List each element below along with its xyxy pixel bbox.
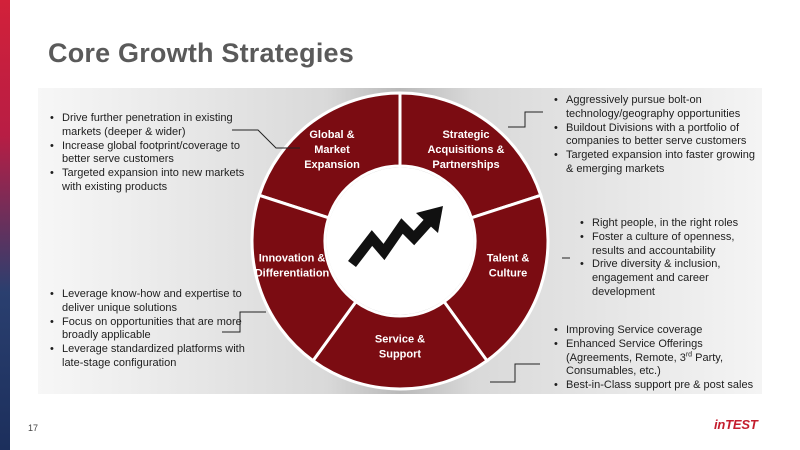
wheel-label-line: Acquisitions & [427, 144, 504, 156]
innovation-bullets: Leverage know-how and expertise to deliv… [48, 288, 248, 371]
wheel-label-line: Culture [489, 268, 528, 280]
connector-strategic [508, 111, 543, 128]
bullet-item: Leverage know-how and expertise to deliv… [48, 288, 248, 316]
bullet-item: Drive further penetration in existing ma… [48, 112, 248, 140]
bullet-item: Leverage standardized platforms with lat… [48, 343, 248, 371]
wheel-segment-talent [441, 193, 550, 363]
growth-trend-arrow-icon [348, 206, 443, 268]
bullet-item: Best-in-Class support pre & post sales [552, 379, 772, 393]
wheel-label-line: Global & [309, 129, 354, 141]
wheel-center [326, 167, 474, 315]
detail-superscript: rd [685, 350, 693, 358]
slide-title: Core Growth Strategies [48, 38, 354, 68]
bullet-item: Focus on opportunities that are more bro… [48, 316, 248, 344]
wheel-label-line: Innovation & [259, 253, 326, 265]
wheel-segment-service [310, 299, 490, 391]
connector-global [232, 129, 300, 149]
bullet-item: Right people, in the right roles [578, 217, 768, 231]
service-support-bullets: Improving Service coverage Enhanced Serv… [552, 324, 772, 393]
bullet-item: Foster a culture of openness, results an… [578, 231, 768, 259]
bullet-item: Targeted expansion into new markets with… [48, 167, 248, 195]
page-number: 17 [28, 423, 39, 433]
wheel-label-line: Talent & [487, 253, 530, 265]
wheel-label-line: Strategic [442, 129, 489, 141]
bullet-item: Drive diversity & inclusion, engagement … [578, 258, 768, 299]
wheel-label-line: Support [379, 349, 421, 361]
global-expansion-bullets: Drive further penetration in existing ma… [48, 112, 248, 195]
detail-suffix: Party, Consumables, etc.) [566, 351, 724, 378]
wheel-segments [250, 91, 550, 391]
connector-service [490, 363, 540, 383]
bullet-item: Aggressively pursue bolt-on technology/g… [552, 94, 762, 122]
wheel-label-line: Service & [375, 334, 425, 346]
bullet-item-text: Enhanced Service Offerings [566, 337, 703, 350]
wheel-label-line: Differentiation [255, 268, 330, 280]
wheel-segment-strategic [398, 91, 543, 220]
bullet-item: Improving Service coverage [552, 324, 772, 338]
detail-prefix: (Agreements, Remote, 3 [566, 351, 686, 364]
logo-text: inTEST [714, 417, 758, 432]
bullet-item: Enhanced Service Offerings (Agreements, … [552, 338, 772, 379]
wheel-label-line: Partnerships [432, 159, 499, 171]
company-logo: inTEST [714, 417, 758, 432]
strategic-acquisitions-bullets: Aggressively pursue bolt-on technology/g… [552, 94, 762, 177]
wheel-segment-innovation [250, 193, 359, 363]
accent-side-stripe [0, 0, 10, 450]
bullet-item: Targeted expansion into faster growing &… [552, 149, 762, 177]
wheel-label-talent: Talent & Culture [487, 253, 530, 280]
bullet-item: Buildout Divisions with a portfolio of c… [552, 122, 762, 150]
wheel-label-innovation: Innovation & Differentiation [255, 253, 330, 280]
connector-lines [222, 111, 570, 383]
connector-innovation [222, 311, 266, 333]
wheel-label-line: Expansion [304, 159, 360, 171]
wheel-label-service: Service & Support [375, 334, 425, 361]
service-offering-detail: (Agreements, Remote, 3rd Party, Consumab… [566, 350, 724, 378]
bullet-item: Increase global footprint/coverage to be… [48, 140, 248, 168]
talent-culture-bullets: Right people, in the right roles Foster … [578, 217, 768, 300]
wheel-label-line: Market [314, 144, 350, 156]
